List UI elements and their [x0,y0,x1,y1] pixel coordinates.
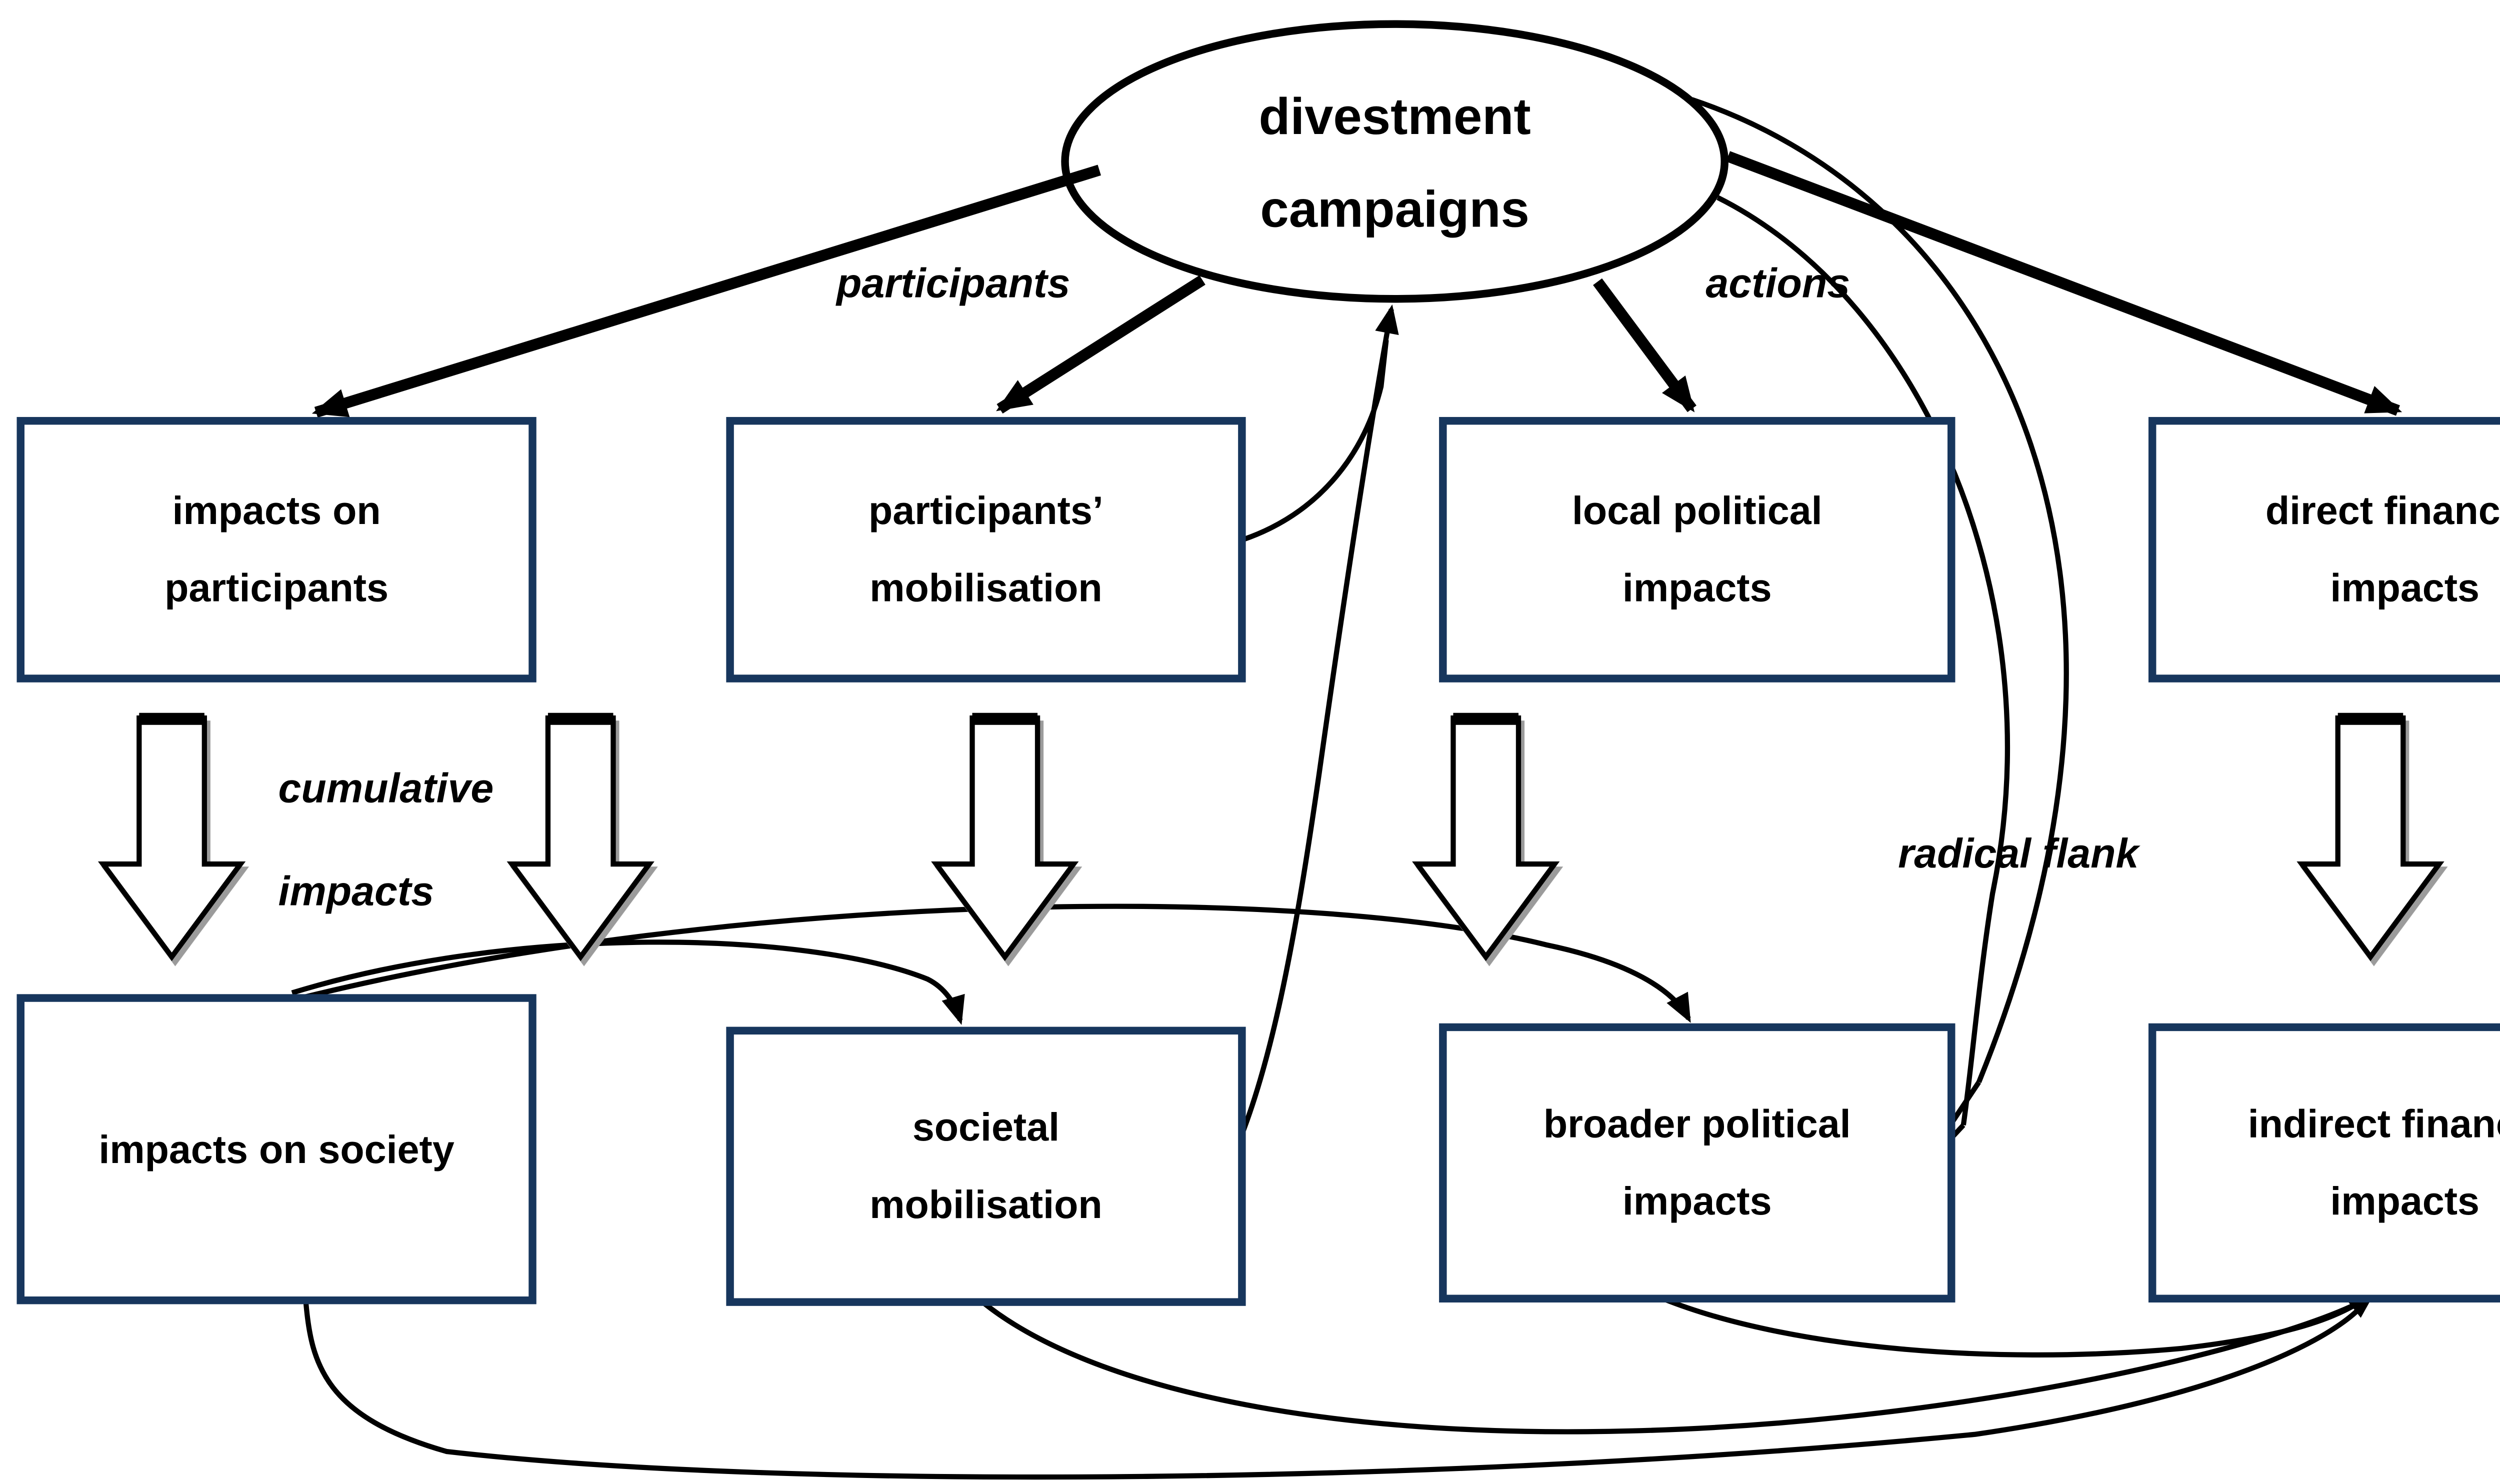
node-participants-mobilisation: participants’ mobilisation [730,421,1242,678]
block-arrow-cap-1 [139,712,204,725]
block-arrow-below-direct-financial-impacts [2296,715,2444,962]
node-direct-financial-impacts-label: direct financial impacts [2265,488,2500,610]
block-arrow-cap-2 [548,712,614,725]
node-local-political-impacts-label: local political impacts [1572,488,1822,610]
box-participants-mobilisation [726,416,1246,682]
node-local-political-impacts: local political impacts [1443,421,1952,678]
node-indirect-financial-impacts: indirect financial impacts [2152,1027,2500,1298]
radical-flank-curve-inner [1716,195,2010,1126]
curve-society-to-broader-political [300,904,1691,1023]
edge-label-cumulative-impacts: cumulative impacts [278,766,494,916]
block-arrow-below-impacts-on-participants [98,715,246,962]
node-impacts-on-participants-label: impacts on participants [164,488,389,610]
node-broader-political-impacts: broader political impacts [1443,1027,1952,1298]
box-indirect-financial-impacts [2148,1023,2500,1302]
node-societal-mobilisation: societal mobilisation [730,1030,1242,1302]
curve-societal-mobilisation-to-indirect-financial [980,1296,2368,1434]
box-societal-mobilisation [726,1026,1246,1306]
divestment-campaigns-ellipse [1061,20,1728,303]
block-arrow-below-participants-mobilisation [931,715,1079,962]
box-impacts-on-participants [16,416,536,682]
radical-flank-curve-outer [1691,97,2069,1084]
node-divestment-campaigns: divestment campaigns [1100,48,1690,282]
curve-society-to-indirect-financial [303,1300,2368,1480]
arrow-campaigns-to-impacts-on-participants [312,164,1102,418]
node-societal-mobilisation-label: societal mobilisation [870,1104,1102,1226]
box-local-political-impacts [1439,416,1956,682]
node-divestment-campaigns-label: divestment campaigns [1258,89,1531,239]
curve-societal-mobilisation-to-campaigns [1222,304,1399,1174]
block-arrow-cap-3 [972,712,1038,725]
curve-society-to-societal-mobilisation [291,940,965,1025]
edge-label-actions: actions [1706,261,1850,308]
box-impacts-on-society [16,994,536,1304]
node-broader-political-impacts-label: broader political impacts [1543,1101,1851,1224]
arrow-campaigns-to-direct-financial-impacts [1726,151,2402,416]
box-broader-political-impacts [1439,1023,1956,1302]
node-direct-financial-impacts: direct financial impacts [2152,421,2500,678]
block-arrow-below-local-political-impacts [1412,715,1560,962]
node-participants-mobilisation-label: participants’ mobilisation [868,488,1104,610]
node-impacts-on-society: impacts on society [20,998,532,1300]
block-arrow-cap-4 [1453,712,1518,725]
block-arrow-cumulative-impacts [506,715,654,962]
cumulative-block-arrows [98,712,2444,962]
edge-label-participants: participants [836,261,1070,308]
arrow-campaigns-to-participants-mobilisation [996,275,1206,414]
arrow-campaigns-to-local-political-impacts [1593,278,1696,412]
box-direct-financial-impacts [2148,416,2500,682]
block-arrow-cap-5 [2338,712,2404,725]
node-impacts-on-participants: impacts on participants [20,421,532,678]
edge-label-radical-flank: radical flank [1898,831,2139,878]
node-impacts-on-society-label: impacts on society [98,1126,454,1171]
node-indirect-financial-impacts-label: indirect financial impacts [2248,1101,2500,1224]
